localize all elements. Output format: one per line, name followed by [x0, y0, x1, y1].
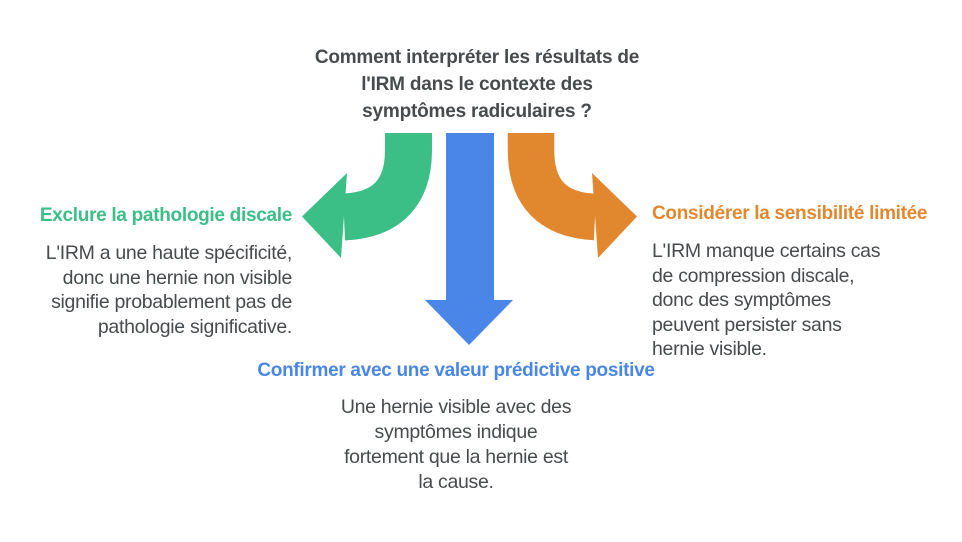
branch-body-confirm: Une hernie visible avec des symptômes in… [236, 395, 676, 495]
curved-arrow-left-head [302, 173, 347, 258]
curved-arrow-left-shaft [341, 133, 432, 241]
branch-body-exclude: L'IRM a une haute spécificité, donc une … [0, 241, 293, 339]
straight-arrow-down-head [425, 300, 513, 345]
straight-arrow-down-shaft [446, 133, 494, 301]
curved-arrow-left-icon [302, 133, 432, 258]
question-title-line: Comment interpréter les résultats de [314, 47, 640, 68]
curved-arrow-right-shaft [507, 133, 598, 241]
text-line: la cause. [418, 471, 494, 493]
branch-heading-exclude: Exclure la pathologie discale [39, 205, 292, 226]
text-line: L'IRM manque certains cas [652, 240, 881, 262]
branch-heading-sensitivity: Considérer la sensibilité limitée [652, 203, 928, 224]
curved-arrow-right-head [592, 173, 637, 258]
text-line: peuvent persister sans [652, 313, 842, 336]
text-line: pathologie significative. [97, 315, 292, 338]
text-line: symptômes indique [374, 421, 538, 443]
text-line: hernie visible. [652, 338, 767, 360]
question-title-line: l'IRM dans le contexte des [361, 74, 593, 95]
text-line: de compression discale, [652, 264, 855, 287]
text-line: donc une hernie non visible [62, 266, 293, 289]
branch-positive-predictive-value: Confirmer avec une valeur prédictive pos… [236, 358, 676, 495]
text-line: signifie probablement pas de [51, 291, 292, 313]
branch-exclude-pathology: Exclure la pathologie discale L'IRM a un… [0, 203, 292, 339]
question-title: Comment interpréter les résultats de l'I… [267, 44, 687, 125]
branch-body-sensitivity: L'IRM manque certains cas de compression… [652, 239, 962, 362]
branch-heading-confirm: Confirmer avec une valeur prédictive pos… [257, 360, 655, 381]
curved-arrow-right-icon [507, 133, 637, 258]
branch-limited-sensitivity: Considérer la sensibilité limitée L'IRM … [652, 201, 962, 362]
text-line: L'IRM a une haute spécificité, [45, 242, 293, 264]
question-title-line: symptômes radiculaires ? [362, 101, 592, 122]
text-line: fortement que la hernie est [344, 446, 568, 468]
straight-arrow-down-icon [425, 133, 513, 345]
text-line: Une hernie visible avec des [340, 396, 572, 418]
text-line: donc des symptômes [652, 289, 831, 311]
